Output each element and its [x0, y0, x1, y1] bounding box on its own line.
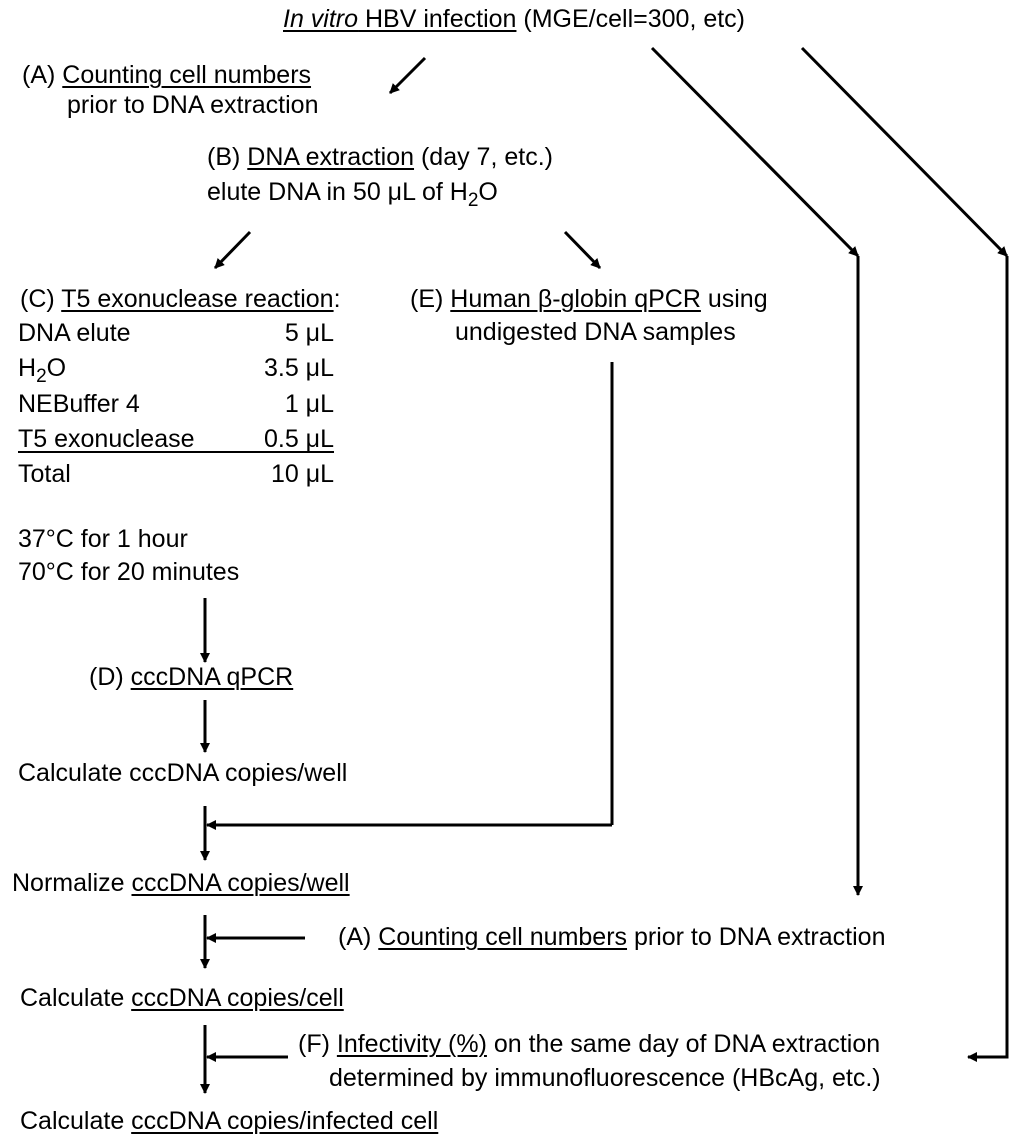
step-b-line2-sub: 2 [467, 190, 479, 211]
incubation-condition-2: 70°C for 20 minutes [18, 558, 240, 586]
step-c-title: T5 exonuclease reaction [61, 285, 334, 313]
table-row-amount: 0.5 μL [263, 425, 334, 453]
step-c-heading: (C) T5 exonuclease reaction: [20, 284, 341, 314]
step-a-repeat: (A) Counting cell numbers prior to DNA e… [338, 922, 885, 952]
step-c-prefix: (C) [20, 285, 62, 313]
step-f-line1: (F) Infectivity (%) on the same day of D… [298, 1029, 880, 1059]
step-a-prefix: (A) [22, 61, 63, 89]
step-e-prefix: (E) [410, 285, 451, 313]
connector-header-to-infectivity-path [800, 46, 1009, 258]
step-e-line1: (E) Human β-globin qPCR using [410, 284, 768, 314]
calc-copies-infected-cell: Calculate cccDNA copies/infected cell [20, 1106, 438, 1136]
header-italic: In vitro [283, 5, 359, 33]
step-d-title: cccDNA qPCR [130, 663, 294, 691]
step-c-colon: : [333, 285, 341, 313]
normalize-step: Normalize cccDNA copies/well [12, 868, 350, 898]
step-b-line2-post: O [478, 178, 498, 206]
table-row-label: DNA elute [18, 319, 131, 347]
arrow-down-to-infectivity [967, 256, 1009, 1062]
step-f-prefix: (F) [298, 1030, 337, 1058]
header-params: (MGE/cell=300, etc) [516, 5, 746, 33]
incubation-condition-1: 37°C for 1 hour [18, 525, 188, 553]
arrow-to-t5-reaction [213, 230, 252, 270]
step-b-suffix: (day 7, etc.) [414, 143, 553, 171]
calc-cell-title: cccDNA copies/cell [131, 984, 344, 1012]
table-row-amount: 5 μL [284, 319, 334, 347]
header-title: In vitro HBV infection (MGE/cell=300, et… [283, 4, 745, 34]
calc-copies-cell: Calculate cccDNA copies/cell [20, 983, 344, 1013]
table-row-label-sub: 2 [36, 366, 47, 387]
table-row-label: NEBuffer 4 [18, 390, 140, 418]
normalize-title: cccDNA copies/well [131, 869, 350, 897]
table-row-label: T5 exonuclease [18, 425, 195, 453]
table-row-label: Total [18, 460, 71, 488]
calc-copies-well: Calculate cccDNA copies/well [18, 759, 348, 787]
table-row-label-post: O [46, 354, 67, 382]
step-a-title: Counting cell numbers [62, 61, 312, 89]
calc-cell-prefix: Calculate [20, 984, 132, 1012]
step-e-line2: undigested DNA samples [455, 318, 736, 346]
step-e-title: Human β-globin qPCR [450, 285, 701, 313]
calc-infected-title: cccDNA copies/infected cell [131, 1107, 439, 1135]
step-f-title: Infectivity (%) [336, 1030, 487, 1058]
normalize-prefix: Normalize [12, 869, 132, 897]
step-d-prefix: (D) [89, 663, 131, 691]
step-a-line2: prior to DNA extraction [67, 91, 319, 119]
table-row-label-pre: H [18, 354, 37, 382]
step-b-line2-pre: elute DNA in 50 μL of H [207, 178, 468, 206]
arrow-to-globin-qpcr [563, 230, 602, 270]
calc-infected-prefix: Calculate [20, 1107, 132, 1135]
step-b-prefix: (B) [207, 143, 248, 171]
step-a2-title: Counting cell numbers [378, 923, 628, 951]
step-d: (D) cccDNA qPCR [89, 662, 293, 692]
step-a-line1: (A) Counting cell numbers [22, 60, 311, 90]
table-row-label: H2O [18, 353, 67, 387]
step-b-line2: elute DNA in 50 μL of H2O [207, 177, 498, 211]
connector-header-to-counting-path [650, 46, 860, 258]
step-f-line2: determined by immunofluorescence (HBcAg,… [329, 1064, 881, 1092]
step-a2-suffix: prior to DNA extraction [627, 923, 886, 951]
step-a2-prefix: (A) [338, 923, 379, 951]
step-b-line1: (B) DNA extraction (day 7, etc.) [207, 142, 553, 172]
step-b-title: DNA extraction [247, 143, 415, 171]
table-row-amount: 3.5 μL [263, 354, 334, 382]
step-f-suffix: on the same day of DNA extraction [486, 1030, 881, 1058]
step-e-suffix: using [700, 285, 768, 313]
table-row-amount: 1 μL [284, 390, 334, 418]
arrow-to-counting [388, 56, 427, 95]
table-row-amount: 10 μL [270, 460, 334, 488]
header-title-rest: HBV infection [358, 5, 517, 33]
